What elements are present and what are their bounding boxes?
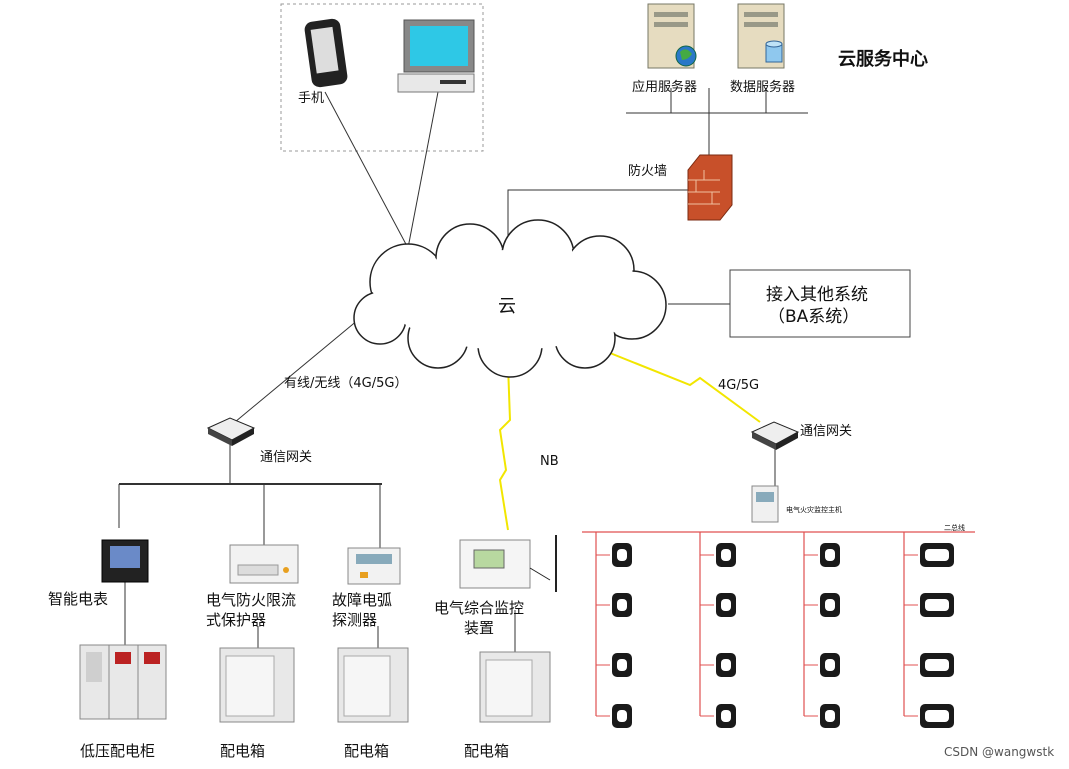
cloud-shape — [353, 219, 667, 378]
current-transformer-hole — [925, 549, 949, 561]
smart-meter-label: 智能电表 — [48, 590, 109, 608]
arc-detector-label: 故障电弧探测器 — [332, 591, 393, 629]
cellular-link-label: 4G/5G — [718, 378, 760, 393]
current-transformer-hole — [721, 659, 731, 671]
phone-label: 手机 — [298, 91, 325, 106]
wired-wireless-link-label: 有线/无线（4G/5G） — [284, 376, 408, 391]
distribution-box-2-label: 配电箱 — [344, 742, 390, 760]
distribution-box-3-label: 配电箱 — [464, 742, 510, 760]
phone-icon — [304, 18, 348, 88]
current-transformer-hole — [825, 710, 835, 722]
app-server-label: 应用服务器 — [632, 80, 698, 95]
firewall-icon — [687, 154, 733, 221]
current-transformer-hole — [721, 599, 731, 611]
current-transformer-hole — [825, 549, 835, 561]
current-transformer-hole — [925, 599, 949, 611]
other-system-box — [729, 269, 911, 338]
cloud-label: 云 — [498, 296, 516, 317]
firewall-label: 防火墙 — [628, 164, 668, 179]
low-voltage-cabinet-label: 低压配电柜 — [80, 742, 156, 760]
cellular-wireless-link — [609, 352, 761, 423]
current-transformer-hole — [617, 549, 627, 561]
current-transformer-hole — [721, 549, 731, 561]
current-transformer-sensors — [596, 543, 954, 728]
gateway-right-label: 通信网关 — [800, 424, 853, 439]
current-transformer-hole — [925, 659, 949, 671]
monitor-device-label: 电气综合监控装置 — [433, 599, 524, 637]
current-transformer-hole — [825, 659, 835, 671]
bus-label: 二总线 — [944, 524, 965, 532]
current-limiter-label: 电气防火限流式保护器 — [206, 591, 297, 629]
current-transformer-hole — [617, 599, 627, 611]
gateway-right-icon — [750, 421, 800, 450]
smart-meter-icon — [101, 539, 149, 583]
distribution-box-2-icon — [337, 647, 409, 723]
database-server-icon — [737, 3, 785, 69]
user-device-box — [280, 3, 484, 152]
current-transformer-hole — [825, 599, 835, 611]
distribution-box-1-icon — [219, 647, 295, 723]
current-transformer-hole — [617, 710, 627, 722]
current-transformer-hole — [721, 710, 731, 722]
current-transformer-hole — [617, 659, 627, 671]
red-bus — [582, 531, 975, 716]
nb-wireless-link — [498, 364, 512, 531]
gateway-left-label: 通信网关 — [260, 450, 313, 465]
app-server-icon — [647, 3, 697, 69]
low-voltage-cabinet-icon — [79, 644, 167, 720]
desktop-computer-icon — [397, 19, 475, 93]
watermark: CSDN @wangwstk — [944, 745, 1055, 759]
data-server-label: 数据服务器 — [730, 80, 796, 95]
gateway-left-icon — [206, 417, 256, 446]
current-transformer-hole — [925, 710, 949, 722]
distribution-box-3-icon — [479, 651, 551, 723]
fire-host-label: 电气火灾监控主机 — [786, 506, 842, 514]
cloud-center-title: 云服务中心 — [838, 49, 928, 70]
current-limiter-icon — [229, 544, 299, 584]
other-system-line1: 接入其他系统 — [766, 285, 868, 305]
nb-link-label: NB — [540, 454, 559, 469]
fire-monitoring-host-icon — [751, 485, 779, 523]
distribution-box-1-label: 配电箱 — [220, 742, 266, 760]
connection-lines — [118, 88, 808, 655]
arc-detector-icon — [347, 547, 401, 585]
monitor-device-icon — [459, 535, 557, 592]
other-system-line2: （BA系统） — [768, 307, 860, 327]
